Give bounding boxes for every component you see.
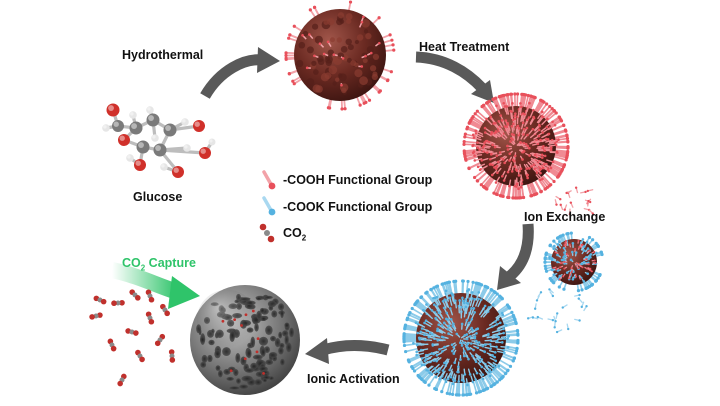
label-ion-exchange: Ion Exchange [524, 210, 606, 224]
legend-co2-prefix: CO [283, 226, 302, 240]
co2-molecule-icon [259, 223, 275, 243]
legend-cooh-label: -COOH Functional Group [283, 173, 433, 187]
cook-group-icon [262, 196, 276, 216]
porous-carbon-sphere [190, 285, 300, 395]
hydrothermal-carbon-sphere [284, 0, 396, 111]
label-hydrothermal: Hydrothermal [122, 48, 204, 62]
label-co2-capture: CO2 Capture [122, 256, 196, 273]
co2-capture-prefix: CO [122, 256, 141, 270]
arrow-ion-exchange [497, 223, 534, 290]
legend-cook-label: -COOK Functional Group [283, 200, 433, 214]
arrow-heat-treatment [415, 51, 494, 103]
ion-exchange-sphere [543, 231, 604, 293]
label-glucose: Glucose [133, 190, 183, 204]
cook-functionalized-sphere [402, 279, 520, 397]
co2-capture-suffix: Capture [145, 256, 196, 270]
legend-co2-sub: 2 [301, 233, 307, 243]
label-heat-treatment: Heat Treatment [419, 40, 510, 54]
co2-molecules [89, 289, 176, 387]
arrow-ionic-activation [305, 338, 390, 364]
glucose-molecule-icon [102, 103, 216, 178]
cooh-group-icon [262, 170, 276, 190]
arrow-hydrothermal [200, 47, 280, 99]
cooh-functionalized-sphere [462, 92, 570, 200]
label-ionic-activation: Ionic Activation [307, 372, 400, 386]
legend-co2-label: CO2 [283, 226, 306, 243]
co2-capture-arrow [110, 262, 200, 309]
exchanged-ions [526, 186, 594, 334]
co2-capture-sub: 2 [140, 263, 146, 273]
